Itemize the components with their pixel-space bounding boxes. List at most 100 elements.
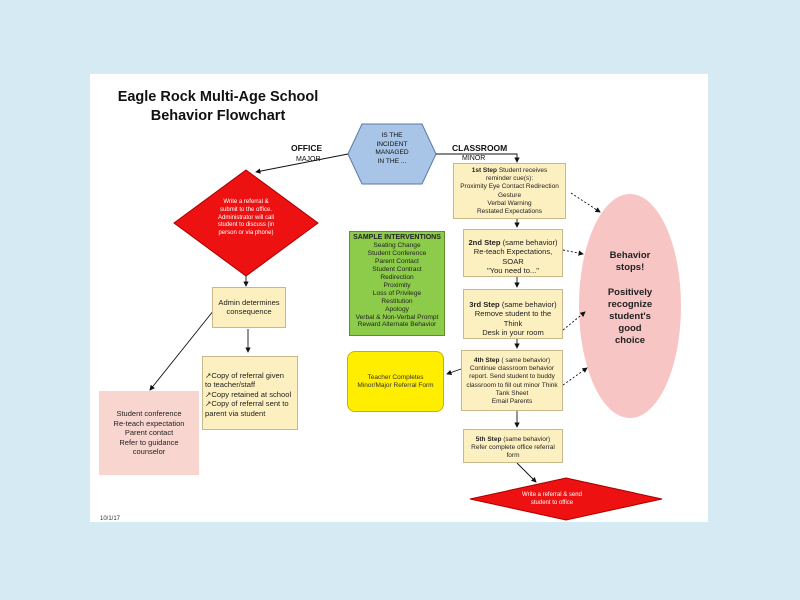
step-4-line: Continue classroom behavior	[469, 365, 555, 373]
step-3-box: 3rd Step (same behavior) Remove student …	[463, 289, 563, 339]
final-referral-diamond	[469, 477, 663, 521]
office-referral-line: student to discuss (in	[217, 222, 275, 229]
behavior-stops-line: stops!	[615, 262, 645, 274]
sample-interventions-box: SAMPLE INTERVENTIONS Seating Change Stud…	[349, 231, 445, 336]
copies-line: parent via student	[205, 408, 266, 418]
final-referral-line: student to office	[530, 499, 574, 506]
behavior-stops-line: choice	[614, 335, 646, 347]
office-label: OFFICE	[291, 143, 323, 153]
step-2-suffix: (same behavior)	[502, 238, 558, 247]
step-2-title: 2nd Step	[468, 238, 501, 247]
step-1-line: Student receives	[498, 167, 548, 174]
intervention-item: Redirection	[380, 273, 414, 281]
dashed-arrow-1	[570, 192, 601, 213]
behavior-stops-line: recognize	[607, 298, 653, 310]
arrow-to-classroom	[436, 153, 520, 163]
office-referral-line: submit to the office.	[220, 206, 272, 213]
step-3-line: Desk in your room	[482, 328, 544, 338]
behavior-stops-line: Positively	[607, 286, 653, 298]
behavior-stops-text: Behavior stops! Positively recognize stu…	[582, 250, 678, 348]
step-1-line: Gesture	[497, 191, 522, 199]
intervention-item: Student Conference	[367, 249, 427, 257]
behavior-stops-line: Behavior	[609, 250, 651, 261]
arrow-step4-teacher	[446, 368, 462, 376]
behavior-stops-ellipse	[579, 194, 681, 418]
outcome-line: Student conference	[116, 409, 182, 419]
footer-date: 10/1/17	[100, 516, 121, 522]
decision-text: IS THE INCIDENT MANAGED IN THE ...	[362, 132, 422, 166]
office-referral-text: Write a referral & submit to the office.…	[204, 199, 288, 238]
intervention-item: Reward Alternate Behavior	[357, 321, 437, 329]
title-line-2: Behavior Flowchart	[150, 108, 286, 124]
copies-line: ↗Copy of referral sent to	[205, 399, 289, 409]
major-label: MAJOR	[296, 156, 321, 163]
intervention-item: Proximity	[383, 281, 411, 289]
step-5-box: 5th Step (same behavior) Refer complete …	[463, 429, 563, 463]
decision-line: MANAGED	[375, 149, 409, 157]
teacher-completes-line: Minor/Major Referral Form	[357, 381, 434, 389]
teacher-completes-box: Teacher Completes Minor/Major Referral F…	[347, 351, 444, 412]
outcomes-box: Student conference Re-teach expectation …	[99, 391, 199, 475]
classroom-label: CLASSROOM	[452, 143, 508, 153]
step-2-box: 2nd Step (same behavior) Re-teach Expect…	[463, 229, 563, 277]
step-4-line: report. Send student to buddy	[469, 373, 555, 381]
arrow-to-outcomes	[149, 309, 215, 391]
final-referral-text: Write a referral & send student to offic…	[504, 492, 600, 507]
step-4-box: 4th Step ( same behavior) Continue class…	[461, 350, 563, 411]
step-5-line: Refer complete office referral	[471, 444, 555, 452]
step-2-line: Re-teach Expectations, SOAR	[473, 247, 553, 266]
step-4-suffix: ( same behavior)	[501, 357, 551, 364]
minor-label: MINOR	[462, 155, 486, 162]
step-1-box: 1st Step Student receives reminder cue(s…	[453, 163, 566, 219]
decision-line: INCIDENT	[376, 140, 408, 148]
step-3-line: Remove student to the Think	[474, 309, 552, 328]
step-3-suffix: (same behavior)	[501, 300, 557, 309]
step-4-line: Tank Sheet	[495, 389, 529, 397]
intervention-item: Student Contract	[372, 265, 422, 273]
copies-line: ↗Copy of referral given	[205, 371, 284, 380]
office-referral-line: Administrator will call	[217, 214, 274, 221]
outcome-line: Parent contact	[124, 428, 174, 438]
dashed-arrow-2	[562, 249, 584, 256]
behavior-stops-line: good	[618, 323, 642, 335]
step-5-suffix: (same behavior)	[503, 436, 551, 443]
dashed-arrow-4	[562, 367, 588, 386]
step-4-line: Email Parents	[491, 398, 533, 406]
intervention-item: Verbal & Non-Verbal Prompt	[355, 313, 439, 321]
step-5-line: form	[506, 452, 520, 460]
office-referral-line: Write a referral &	[223, 199, 269, 205]
intervention-item: Restitution	[381, 297, 413, 305]
outcome-line: Refer to guidance	[119, 437, 179, 447]
title-line-1: Eagle Rock Multi-Age School	[117, 89, 319, 105]
final-referral-line: Write a referral & send	[522, 492, 582, 498]
arrow-step5-final	[516, 462, 537, 483]
decision-line: IN THE ...	[377, 157, 407, 165]
outcome-line: counselor	[132, 447, 166, 457]
admin-box: Admin determines consequence	[212, 287, 286, 328]
step-4-title: 4th Step	[473, 357, 500, 364]
copies-box: ↗Copy of referral given to teacher/staff…	[202, 356, 298, 430]
behavior-stops-line	[582, 274, 678, 286]
behavior-stops-line: student's	[609, 311, 651, 323]
step-2-line: "You need to..."	[487, 266, 539, 276]
dashed-arrow-3	[562, 311, 586, 331]
interventions-heading: SAMPLE INTERVENTIONS	[353, 234, 441, 241]
admin-line: Admin determines	[218, 298, 280, 307]
copies-line: to teacher/staff	[205, 380, 256, 390]
teacher-completes-line: Teacher Completes	[367, 373, 424, 381]
admin-line: consequence	[226, 307, 272, 317]
intervention-item: Seating Change	[373, 241, 421, 249]
step-4-line: classroom to fill out minor Think	[466, 381, 558, 389]
copies-line: ↗Copy retained at school	[205, 389, 292, 399]
step-1-line: Proximity Eye Contact Redirection	[460, 183, 559, 191]
intervention-item: Loss of Privilege	[372, 289, 422, 297]
outcome-line: Re-teach expectation	[113, 418, 185, 428]
step-1-line: reminder cue(s):	[485, 175, 534, 183]
step-1-line: Verbal Warning	[487, 199, 532, 207]
decision-line: IS THE	[381, 132, 403, 139]
intervention-item: Apology	[385, 305, 409, 313]
step-1-title: 1st Step	[471, 167, 498, 174]
step-5-title: 5th Step	[475, 436, 502, 443]
flowchart-title: Eagle Rock Multi-Age School Behavior Flo…	[108, 88, 328, 126]
